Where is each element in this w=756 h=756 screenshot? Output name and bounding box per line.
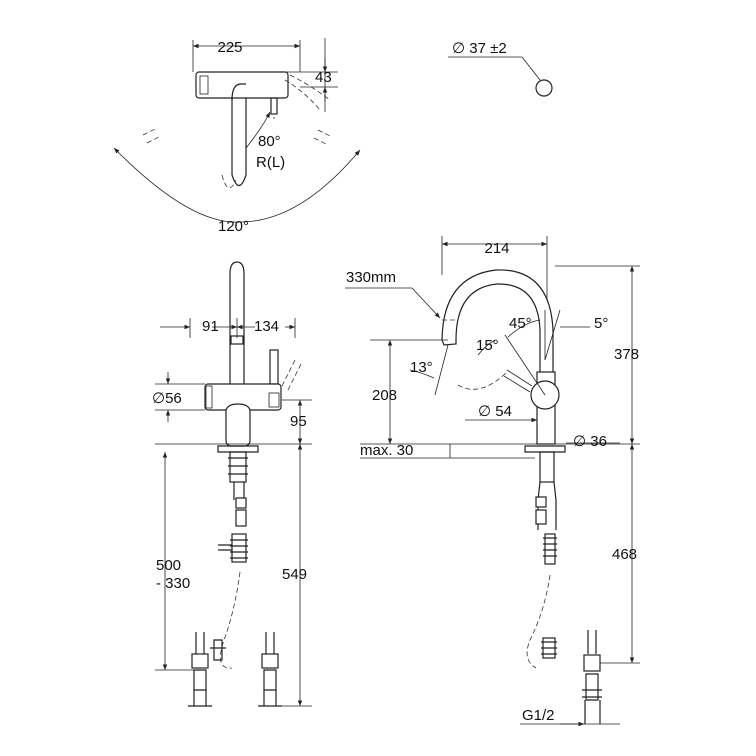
top-spout-bend — [231, 83, 246, 101]
dim-95: 95 — [290, 413, 307, 430]
hose-fitting — [544, 533, 556, 565]
pullout-hose — [526, 574, 551, 669]
dim-549: 549 — [282, 566, 307, 583]
angle-45: 45° — [509, 315, 532, 332]
front-body-knob — [268, 392, 280, 408]
supply-tail — [584, 700, 601, 724]
dim-378: 378 — [614, 346, 639, 363]
hoses — [233, 482, 245, 500]
side-spout-inner — [455, 283, 541, 372]
dim-36: ∅ 36 — [573, 433, 607, 450]
dim-134: 134 — [254, 318, 279, 335]
hose-weight — [210, 639, 226, 661]
front-lever — [269, 349, 279, 385]
supply-nut-left — [191, 653, 209, 669]
top-lever — [270, 97, 278, 115]
angle-line — [504, 334, 546, 396]
dim-hole-diameter: ∅ 37 ±2 — [452, 40, 507, 57]
dim-max30: max. 30 — [360, 442, 413, 459]
dim-214: 214 — [484, 240, 509, 257]
lever-ghost — [284, 74, 331, 111]
side-lever — [503, 369, 533, 393]
side-view: 214 330mm 45° 5° 15° 13° 378 208 ∅ 54 ∅ … — [345, 236, 640, 727]
arc-13 — [409, 369, 435, 379]
supply-line-left — [195, 632, 205, 654]
arc-15 — [477, 339, 496, 356]
mount-plate — [217, 445, 259, 453]
supply-fitting-right — [263, 669, 277, 691]
angle-line — [434, 344, 449, 396]
hose-nut — [235, 509, 247, 527]
dim-330: - 330 — [156, 575, 190, 592]
dim-208: 208 — [372, 387, 397, 404]
angle-5: 5° — [594, 315, 608, 332]
side-spout-outer — [441, 269, 554, 372]
side-spout-head — [441, 339, 457, 346]
front-body-cap — [205, 385, 213, 409]
top-view: 225 43 80° R(L) 120° — [113, 38, 361, 235]
supply-fitting-left — [193, 669, 207, 691]
dim-91: 91 — [202, 318, 219, 335]
top-spout-ghost — [221, 174, 237, 189]
shank — [539, 451, 555, 483]
leader — [521, 56, 541, 81]
ghost-handle-right — [313, 129, 331, 145]
hose-fitting-ribs — [230, 539, 248, 559]
dim-43: 43 — [315, 69, 332, 86]
supply-nut — [583, 654, 601, 672]
hose-clip — [218, 544, 232, 551]
label-330mm: 330mm — [346, 269, 396, 286]
top-body — [195, 71, 289, 99]
hose-fitting — [231, 533, 247, 563]
supply-nut-right — [261, 653, 279, 669]
front-spout-joint — [230, 335, 244, 345]
angle-line — [544, 309, 561, 361]
supply-fitting — [585, 673, 599, 701]
supply-tail-right — [258, 690, 282, 707]
supply-fitting-ribs — [582, 689, 602, 698]
pullout-hose — [220, 571, 241, 669]
ghost-arc — [457, 371, 508, 390]
front-spout — [229, 261, 245, 384]
arc-80 — [245, 111, 271, 149]
shank-thread — [228, 457, 248, 475]
angle-13: 13° — [410, 359, 433, 376]
hole-circle — [535, 79, 553, 97]
lever-ghost — [281, 359, 303, 391]
hose-weight-ribs — [541, 641, 557, 655]
ghost-handle-left — [142, 128, 160, 144]
arc-120 — [113, 147, 361, 223]
arc-45 — [507, 319, 541, 338]
dim-225: 225 — [217, 39, 242, 56]
top-spout — [231, 98, 247, 175]
angle-15: 15° — [476, 337, 499, 354]
dim-500: 500 — [156, 557, 181, 574]
label-rl: R(L) — [256, 154, 285, 171]
hose-fitting-ribs — [543, 537, 557, 557]
dim-54: ∅ 54 — [478, 403, 512, 420]
leader — [411, 287, 441, 319]
top-end-cap — [199, 75, 209, 95]
supply-line-right — [265, 632, 275, 654]
angle-80: 80° — [258, 133, 281, 150]
angle-120: 120° — [218, 218, 249, 235]
dim-468: 468 — [612, 546, 637, 563]
hose-nut — [235, 497, 247, 509]
supply-tail-left — [188, 690, 212, 707]
hole-detail: ∅ 37 ±2 — [448, 40, 553, 97]
hose-nut — [535, 509, 547, 525]
front-view: 91 134 ∅56 95 500 - 330 549 — [152, 261, 312, 707]
shank — [229, 451, 247, 483]
top-spout-tip — [231, 174, 247, 187]
thread-g12: G1/2 — [522, 707, 555, 724]
hose-nut — [535, 496, 547, 508]
mount-plate — [524, 445, 566, 453]
dim-56: ∅56 — [152, 390, 182, 407]
front-base — [225, 403, 251, 447]
